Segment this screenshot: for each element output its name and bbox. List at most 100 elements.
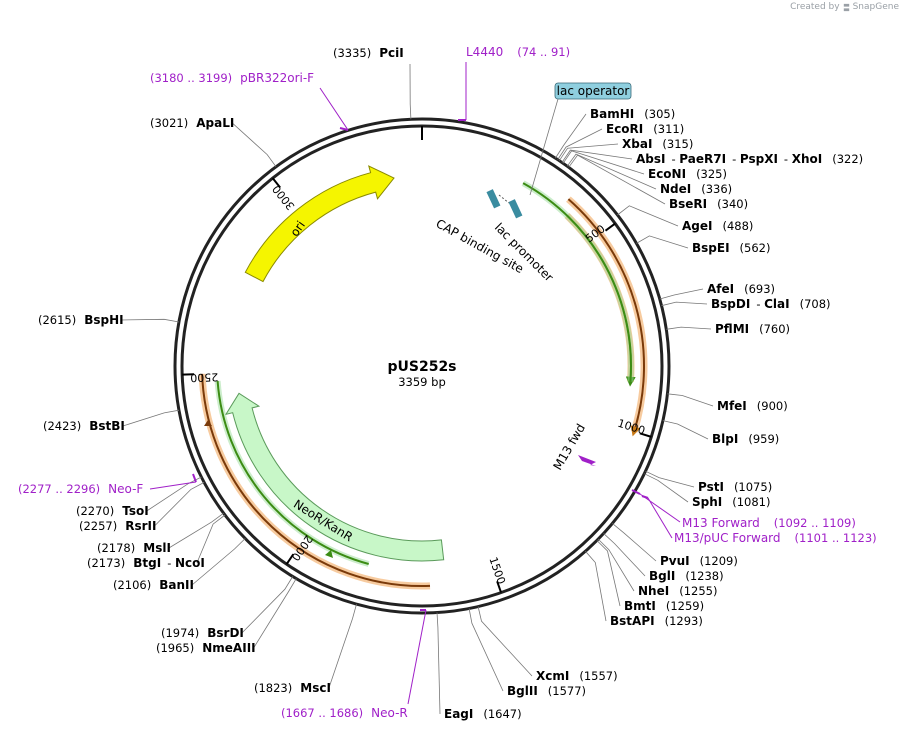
leader-bseri bbox=[568, 154, 666, 205]
neor-kanr-feature-arrow[interactable] bbox=[224, 392, 445, 562]
site-pos-pcii: (3335) bbox=[333, 46, 371, 60]
primer-leader-m13-puc-forward bbox=[647, 497, 673, 539]
orf-left-inner-arrowhead bbox=[325, 550, 333, 558]
site-name-nmeaiii: NmeAIII bbox=[202, 641, 255, 655]
site-name-bsrdi: BsrDI bbox=[207, 626, 244, 640]
tick-mark-3000 bbox=[271, 177, 281, 189]
site-name-ecori: EcoRI bbox=[606, 122, 643, 136]
site-rsrii[interactable]: (2257) RsrII bbox=[79, 519, 156, 533]
site-msli[interactable]: (2178)MslI bbox=[97, 541, 171, 555]
site-apali[interactable]: (3021)ApaLI bbox=[150, 116, 234, 130]
site-name-absi: AbsI bbox=[636, 152, 665, 166]
site-pos-bgli: (1238) bbox=[685, 569, 723, 583]
site-ndei[interactable]: NdeI(336) bbox=[660, 182, 732, 196]
site-name-msli: MslI bbox=[143, 541, 171, 555]
site-xbai[interactable]: XbaI(315) bbox=[622, 137, 693, 151]
primer-neo-f[interactable]: (2277 .. 2296) Neo-F bbox=[18, 482, 143, 496]
primer-l4440[interactable]: L4440(74 .. 91) bbox=[466, 45, 570, 59]
primer-name-neo-r: Neo-R bbox=[371, 706, 408, 720]
leader-tsoi bbox=[146, 476, 202, 512]
site-bgli[interactable]: BglI(1238) bbox=[649, 569, 724, 583]
site-name-bstbi: BstBI bbox=[89, 419, 125, 433]
site-pflmi[interactable]: PflMI(760) bbox=[715, 322, 790, 336]
site-bamhi[interactable]: BamHI(305) bbox=[590, 107, 675, 121]
site-bmti[interactable]: BmtI(1259) bbox=[624, 599, 704, 613]
cap-binding-site-box[interactable] bbox=[486, 189, 501, 209]
lac-operator-label-box[interactable] bbox=[554, 82, 632, 100]
site-agei[interactable]: AgeI(488) bbox=[682, 219, 753, 233]
m13-fwd-arrow[interactable] bbox=[578, 455, 596, 466]
site-afei[interactable]: AfeI(693) bbox=[707, 282, 775, 296]
site-bseri[interactable]: BseRI(340) bbox=[669, 197, 748, 211]
site-eagi[interactable]: EagI(1647) bbox=[444, 707, 522, 721]
site-name-sphi: SphI bbox=[692, 495, 722, 509]
leader-bmti bbox=[596, 540, 621, 607]
site-pos-bstbi: (2423) bbox=[43, 419, 81, 433]
site-bsphi[interactable]: (2615)BspHI bbox=[38, 313, 124, 327]
site-psti[interactable]: PstI(1075) bbox=[698, 480, 772, 494]
neor-kanr-feature-label: NeoR/KanR bbox=[291, 497, 355, 544]
tick-label-1000: 1000 bbox=[616, 417, 647, 438]
leader-psti bbox=[645, 470, 695, 488]
site-btgi[interactable]: (2173)BtgI- NcoI bbox=[87, 556, 205, 570]
orf-right-outer[interactable] bbox=[567, 198, 645, 437]
leader-afei bbox=[659, 288, 704, 300]
site-nhei[interactable]: NheI(1255) bbox=[638, 584, 717, 598]
primer-m13-forward[interactable]: M13 Forward(1092 .. 1109) bbox=[682, 516, 856, 530]
leader-nmeaiii bbox=[253, 578, 297, 649]
site-name-rsrii: RsrII bbox=[125, 519, 156, 533]
site-bglii[interactable]: BglII(1577) bbox=[507, 684, 586, 698]
site-pos-banii: (2106) bbox=[113, 578, 151, 592]
site-bstbi[interactable]: (2423) BstBI bbox=[43, 419, 125, 433]
primer-name-m13-puc-forward: M13/pUC Forward bbox=[674, 531, 781, 545]
site-pos-bsrdi: (1974) bbox=[161, 626, 199, 640]
orf-right-inner-line[interactable] bbox=[522, 182, 632, 382]
leader-ecori bbox=[557, 128, 603, 160]
site-bspei[interactable]: BspEI(562) bbox=[692, 241, 770, 255]
snapgene-logo-icon bbox=[843, 3, 849, 11]
site-name-bstapi: BstAPI bbox=[610, 614, 655, 628]
site-pvui[interactable]: PvuI(1209) bbox=[660, 554, 738, 568]
primer-neo-r[interactable]: (1667 .. 1686)Neo-R bbox=[281, 706, 408, 720]
leader-xbai bbox=[558, 143, 619, 161]
site-pos-pflmi: (760) bbox=[759, 322, 790, 336]
site-bsrdi[interactable]: (1974) BsrDI bbox=[161, 626, 244, 640]
site-pcii[interactable]: (3335)PciI bbox=[333, 46, 404, 60]
site-ecori[interactable]: EcoRI(311) bbox=[606, 122, 684, 136]
site-bstapi[interactable]: BstAPI(1293) bbox=[610, 614, 703, 628]
leader-ndei bbox=[566, 153, 657, 190]
leader-bstapi bbox=[585, 550, 607, 622]
site-name-bglii: BglII bbox=[507, 684, 538, 698]
site-sphi[interactable]: SphI (1081) bbox=[692, 495, 771, 509]
tick-label-2500: 2500 bbox=[190, 370, 218, 384]
orf-left-inner[interactable] bbox=[216, 380, 369, 565]
primer-range-pbr322ori-f: (3180 .. 3199) bbox=[150, 71, 232, 85]
site-bspdi[interactable]: BspDI- ClaI(708) bbox=[711, 297, 831, 311]
site-pos-tsoi: (2270) bbox=[76, 504, 114, 518]
site-pos-bmti: (1259) bbox=[666, 599, 704, 613]
leader-pcii bbox=[409, 63, 412, 120]
site-pos-nmeaiii: (1965) bbox=[156, 641, 194, 655]
primer-range-neo-f: (2277 .. 2296) bbox=[18, 482, 100, 496]
site-name-msci: MscI bbox=[300, 681, 331, 695]
site-pos-psti: (1075) bbox=[734, 480, 772, 494]
site-xcmi[interactable]: XcmI(1557) bbox=[536, 669, 618, 683]
site-pos-pvui: (1209) bbox=[700, 554, 738, 568]
ori-feature-arrow[interactable] bbox=[244, 165, 395, 283]
site-nmeaiii[interactable]: (1965) NmeAIII bbox=[156, 641, 256, 655]
site-blpi[interactable]: BlpI(959) bbox=[712, 432, 779, 446]
lac-operator-box[interactable] bbox=[508, 199, 523, 219]
site-banii[interactable]: (2106)BanII bbox=[113, 578, 194, 592]
site-pos-sphi: (1081) bbox=[732, 495, 770, 509]
site-absi[interactable]: AbsI- PaeR7I- PspXI- XhoI(322) bbox=[636, 152, 863, 166]
site-mfei[interactable]: MfeI(900) bbox=[717, 399, 788, 413]
site-pos-rsrii: (2257) bbox=[79, 519, 117, 533]
primer-name-neo-f: Neo-F bbox=[108, 482, 143, 496]
primer-m13-puc-forward[interactable]: M13/pUC Forward(1101 .. 1123) bbox=[674, 531, 877, 545]
site-econi[interactable]: EcoNI(325) bbox=[648, 167, 727, 181]
leader-agei bbox=[617, 205, 679, 227]
leader-bglii bbox=[468, 608, 504, 692]
primer-pbr322ori-f[interactable]: (3180 .. 3199)pBR322ori-F bbox=[150, 71, 314, 85]
site-msci[interactable]: (1823)MscI bbox=[254, 681, 331, 695]
site-tsoi[interactable]: (2270)TsoI bbox=[76, 504, 149, 518]
